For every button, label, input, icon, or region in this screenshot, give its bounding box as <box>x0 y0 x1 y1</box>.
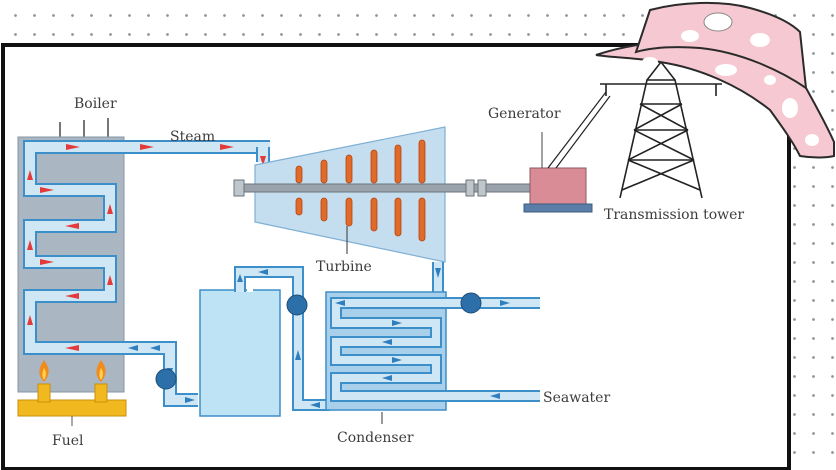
label-turbine: Turbine <box>316 259 372 275</box>
pump-icon <box>286 294 308 316</box>
label-boiler: Boiler <box>74 96 117 112</box>
turbine-blades <box>295 139 426 242</box>
feedwater-tank <box>199 289 281 417</box>
steam-flow-arrows <box>27 144 266 351</box>
label-condenser: Condenser <box>337 430 414 446</box>
label-fuel: Fuel <box>52 433 84 449</box>
fuel-burner <box>17 383 127 426</box>
label-steam: Steam <box>170 129 215 145</box>
label-transmission-tower: Transmission tower <box>604 207 744 223</box>
pump-icon <box>460 292 482 314</box>
label-generator: Generator <box>488 106 561 122</box>
water-flow-arrows <box>128 268 510 408</box>
hat-icon <box>595 1 835 159</box>
generator <box>523 132 593 213</box>
fire-icon <box>96 360 106 382</box>
fire-icon <box>39 360 49 382</box>
transmission-tower <box>547 60 722 199</box>
pump-icon <box>155 368 177 390</box>
label-seawater: Seawater <box>543 390 610 406</box>
condenser <box>325 291 540 424</box>
